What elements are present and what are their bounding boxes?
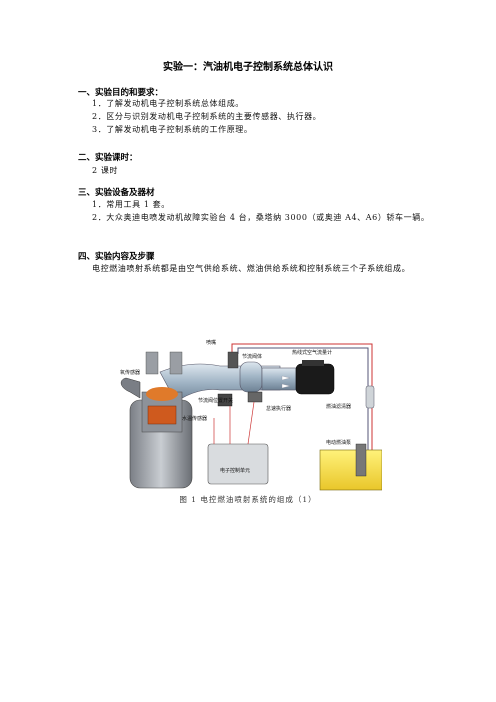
label-throttle-body: 节流阀体 <box>242 353 262 360</box>
airflow-arrows <box>281 375 291 389</box>
label-injector: 喷嘴 <box>206 339 216 346</box>
label-fuel-filter: 燃油滤清器 <box>326 403 351 410</box>
section-1-item-2: 2．区分与识别发动机电子控制系统的主要传感器、执行器。 <box>92 112 322 121</box>
ecu-shape <box>207 443 269 485</box>
fuel-tank <box>319 449 382 491</box>
fuel-injection-diagram: 喷嘴 节流阀体 热线式空气流量计 氧传感器 节流阀位置开关 水温传感器 怠速执行… <box>120 339 382 491</box>
injector-shape <box>227 351 239 369</box>
section-1-heading: 一、实验目的和要求： <box>78 88 164 98</box>
section-4-paragraph: 电控燃油喷射系统都是由空气供给系统、燃油供给系统和控制系统三个子系统组成。 <box>92 264 411 273</box>
label-fuel-pump: 电动燃油泵 <box>326 439 351 446</box>
figure-caption: 图 1 电控燃油喷射系统的组成（1） <box>179 495 317 504</box>
section-1-item-1: 1．了解发动机电子控制系统总体组成。 <box>92 99 244 108</box>
label-idle-actuator: 怠速执行器 <box>266 405 291 412</box>
label-ecu: 电子控制单元 <box>220 467 250 474</box>
section-4-heading: 四、实验内容及步骤 <box>78 252 155 262</box>
section-1-item-3: 3．了解发动机电子控制系统的工作原理。 <box>92 125 253 134</box>
section-3-heading: 三、实验设备及器材 <box>78 188 155 198</box>
fuel-filter-shape <box>365 385 375 409</box>
intake-duct <box>261 367 297 391</box>
section-2-item-1: 2 课时 <box>92 166 119 175</box>
throttle-body-shape <box>239 361 263 393</box>
exhaust-pipe <box>120 377 141 399</box>
label-water-temp-sensor: 水温传感器 <box>182 415 207 422</box>
throttle-switch-shape <box>217 393 233 407</box>
label-throttle-switch: 节流阀位置开关 <box>198 397 233 404</box>
section-3-item-2: 2．大众奥迪电喷发动机故障实验台 4 台，桑塔纳 3000（或奥迪 A4、A6）… <box>92 213 430 222</box>
fuel-pump-shape <box>355 443 367 477</box>
section-2-heading: 二、实验课时： <box>78 153 138 163</box>
label-air-flow-meter: 热线式空气流量计 <box>292 349 332 356</box>
label-oxygen-sensor: 氧传感器 <box>120 369 140 376</box>
combustion-flame <box>146 387 178 401</box>
page-title: 实验一：汽油机电子控制系统总体认识 <box>163 62 333 73</box>
section-3-item-1: 1．常用工具 1 套。 <box>92 200 170 209</box>
piston <box>147 405 177 425</box>
idle-actuator-shape <box>247 391 263 403</box>
air-flow-meter-shape <box>295 363 335 395</box>
